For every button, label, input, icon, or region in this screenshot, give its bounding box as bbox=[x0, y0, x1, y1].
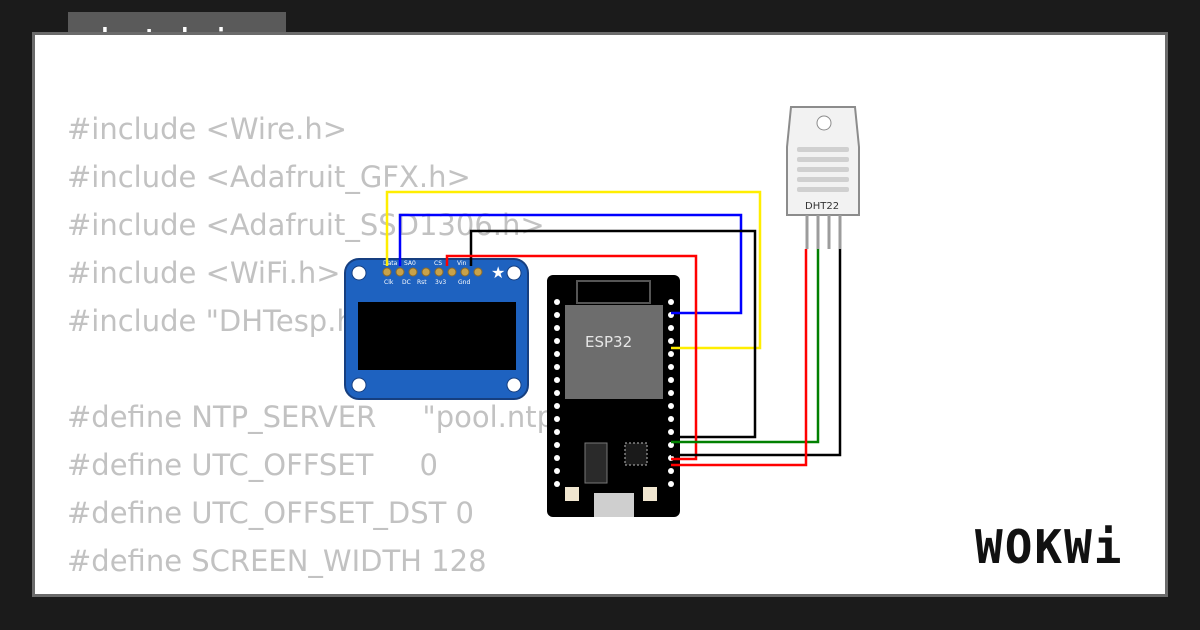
code-editor: #include <Wire.h> #include <Adafruit_GFX… bbox=[67, 105, 625, 594]
pin-label: Vin bbox=[457, 260, 467, 267]
code-line: #define SCREEN_WIDTH 128 bbox=[67, 544, 487, 578]
code-line: #define UTC_OFFSET 0 bbox=[67, 448, 438, 482]
wire-green bbox=[671, 249, 820, 444]
pin-label: Rst bbox=[417, 279, 427, 286]
reset-button[interactable] bbox=[643, 487, 657, 501]
boot-button[interactable] bbox=[565, 487, 579, 501]
wire-black-dht bbox=[671, 249, 842, 457]
wire-red-oled bbox=[445, 254, 698, 461]
pin-label: DC bbox=[402, 279, 411, 286]
dht22-label: DHT22 bbox=[805, 201, 839, 212]
pin-label: SA0 bbox=[404, 260, 416, 267]
pin-label: Gnd bbox=[458, 279, 470, 286]
pin-label: 3v3 bbox=[435, 279, 446, 286]
code-line: #include <Adafruit_SSD1306.h> bbox=[67, 208, 545, 242]
pin-label: Data bbox=[383, 260, 398, 267]
pin-label: Clk bbox=[384, 279, 394, 286]
wires bbox=[385, 190, 842, 467]
esp32-label: ESP32 bbox=[585, 333, 632, 351]
code-line: #include <Wire.h> bbox=[67, 112, 348, 146]
code-line: #include <WiFi.h> bbox=[67, 256, 341, 290]
usb-port bbox=[594, 493, 634, 517]
wire-red-dht bbox=[671, 249, 808, 467]
oled-display[interactable]: ★ Data SA0 CS Vin Clk DC Rst 3v3 Gnd bbox=[344, 258, 529, 400]
oled-screen bbox=[358, 302, 516, 370]
code-line: #define SCREEN_HEIGHT 64 bbox=[67, 585, 625, 594]
code-line: #include <Adafruit_GFX.h> bbox=[67, 160, 471, 194]
preview-frame: #include <Wire.h> #include <Adafruit_GFX… bbox=[32, 32, 1168, 597]
esp32-chip bbox=[565, 305, 663, 399]
wire-black-oled bbox=[469, 229, 757, 439]
wire-blue bbox=[398, 213, 743, 315]
pin-label: CS bbox=[434, 260, 442, 267]
code-line: #include "DHTesp.h" bbox=[67, 304, 369, 338]
code-line: #define UTC_OFFSET_DST 0 bbox=[67, 496, 474, 530]
wokwi-logo: WOKWi bbox=[975, 520, 1124, 574]
esp32-board[interactable]: ESP32 bbox=[547, 275, 680, 517]
wire-yellow bbox=[385, 190, 762, 350]
star-icon: ★ bbox=[491, 263, 505, 282]
dht22-sensor[interactable]: DHT22 bbox=[786, 106, 860, 249]
circuit-diagram: ★ Data SA0 CS Vin Clk DC Rst 3v3 Gnd ESP… bbox=[344, 106, 860, 517]
